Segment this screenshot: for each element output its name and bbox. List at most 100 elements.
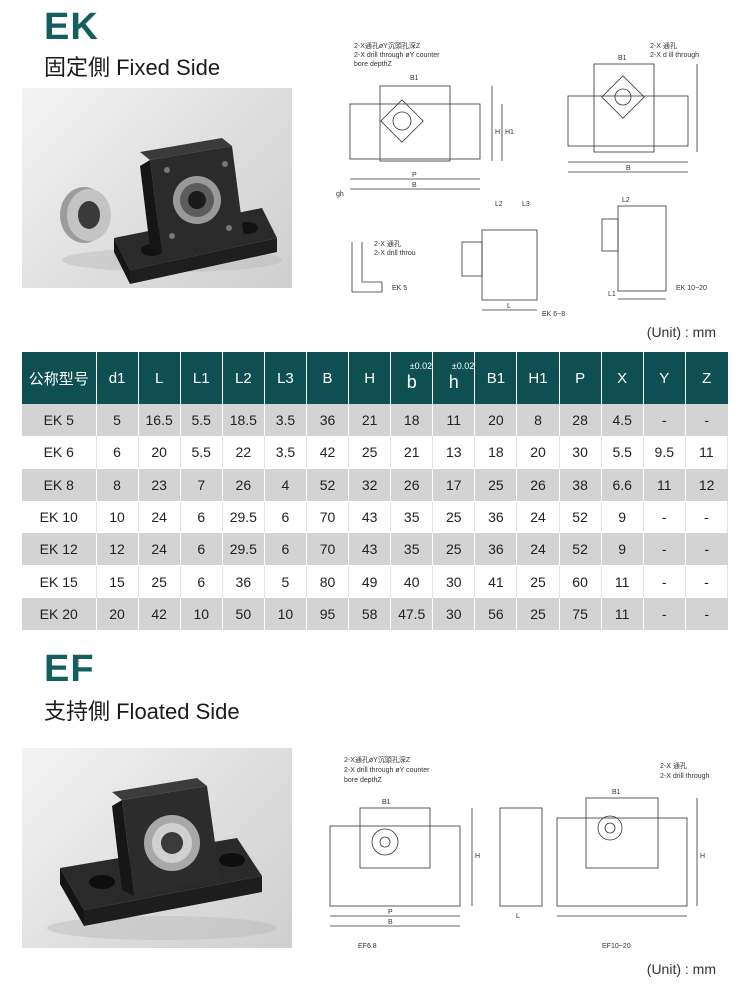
cell-l2: 29.5 [222,533,265,566]
ek-gh-label: gh [336,191,344,198]
ef-technical-drawing: 2-X通孔øY沉頭孔深Z 2-X drill through øY counte… [322,748,732,958]
cell-b: 47.5 [390,597,434,631]
ef-dim-l: L [516,913,520,920]
h-symbol: h [448,371,459,392]
cell-h: 13 [432,436,476,469]
cell-b: 80 [306,565,350,598]
cell-l3: 5 [264,565,307,598]
cell-l: 23 [138,468,181,501]
cell-l3: 3.5 [264,404,307,437]
col-header-h-upper: H [348,352,392,404]
cell-b1: 36 [474,533,518,566]
cell-z: - [685,597,728,631]
ef-callout-top-en1: 2-X drill through øY counter [344,767,430,774]
ef-callout-right: 2-X 通孔 [660,761,687,770]
ek-technical-drawing: 2-X通孔øY沉頭孔深Z 2-X drill through øY counte… [332,34,722,324]
cell-b1: 36 [474,500,518,534]
col-header-b-upper: B [306,352,350,404]
cell-y: - [643,597,686,631]
cell-z: 12 [685,468,728,501]
ef-section-subtitle: 支持側 Floated Side [44,699,240,724]
cell-h1: 25 [516,565,560,598]
col-header-d1: d1 [96,352,139,404]
ef-callout-right-en: 2-X drill through [660,773,710,780]
col-header-p: P [559,352,602,404]
cell-y: - [643,500,686,534]
cell-model: EK 20 [22,597,97,631]
cell-h: 21 [348,404,392,437]
ek-callout-top: 2-X通孔øY沉頭孔深Z [354,41,421,50]
cell-x: 9 [601,500,644,534]
cell-b1: 56 [474,597,518,631]
cell-model: EK 5 [22,404,97,437]
cell-y: 9.5 [643,436,686,469]
col-header-l1: L1 [180,352,223,404]
ek-dim-h: H [495,129,500,136]
cell-model: EK 15 [22,565,97,598]
cell-z: - [685,533,728,566]
cell-l2: 18.5 [222,404,265,437]
ek-section-code: EK [44,6,99,48]
cell-l: 25 [138,565,181,598]
cell-y: - [643,404,686,437]
ef-dim-b1-right: B1 [612,789,621,796]
ek-callout-left-en: 2-X drill throu [374,250,416,257]
cell-h: 32 [348,468,392,501]
cell-l: 16.5 [138,404,181,437]
ek-callout-top-en1: 2-X drill through øY counter [354,52,440,59]
cell-b: 21 [390,436,434,469]
cell-y: - [643,565,686,598]
cell-l: 24 [138,500,181,534]
ek-dim-p: P [412,172,417,179]
ef-callout-top: 2-X通孔øY沉頭孔深Z [344,755,411,764]
cell-b: 52 [306,468,350,501]
cell-z: - [685,565,729,598]
ef-unit-note: (Unit) : mm [646,961,716,977]
cell-l1: 5.5 [180,436,223,469]
ek-dim-l2: L2 [495,201,503,208]
cell-d1: 12 [96,533,139,566]
b-symbol: b [406,371,417,392]
ef-dim-b1: B1 [382,799,391,806]
ek-unit-note: (Unit) : mm [646,324,716,340]
cell-h1: 20 [516,436,560,469]
cell-b1: 25 [474,468,518,501]
cell-l1: 10 [180,597,223,631]
col-header-z: Z [685,352,728,404]
cell-h1: 26 [516,468,560,501]
cell-model: EK 8 [22,468,97,501]
cell-z: - [685,404,728,437]
cell-l3: 3.5 [264,436,307,469]
cell-model: EK 10 [22,500,97,534]
col-header-l: L [138,352,181,404]
ek-product-photo [22,88,292,288]
ek-dim-b1: B1 [410,75,419,82]
ek-section-subtitle: 固定側 Fixed Side [44,55,221,80]
h-tolerance: ±0.02 [451,361,475,371]
cell-model: EK 6 [22,436,97,469]
ek-callout-left: 2-X 通孔 [374,239,401,248]
col-header-y: Y [643,352,686,404]
ek-dim-b: B [412,182,417,189]
ek-dim-l: L [507,303,511,310]
cell-b: 70 [306,533,350,566]
cell-p: 52 [559,500,602,534]
ef-dim-h-right: H [700,853,705,860]
col-header-model: 公称型号 [22,352,97,404]
cell-h1: 8 [516,404,560,437]
ek-dim-l3: L3 [522,201,530,208]
ek-dim-l2-right: L2 [622,197,630,204]
cell-h: 25 [348,436,392,469]
cell-p: 30 [559,436,602,469]
cell-l: 20 [138,436,181,469]
cell-h: 25 [432,500,476,534]
ef-callout-top-en2: bore depthZ [344,777,382,784]
col-header-h1: H1 [516,352,560,404]
